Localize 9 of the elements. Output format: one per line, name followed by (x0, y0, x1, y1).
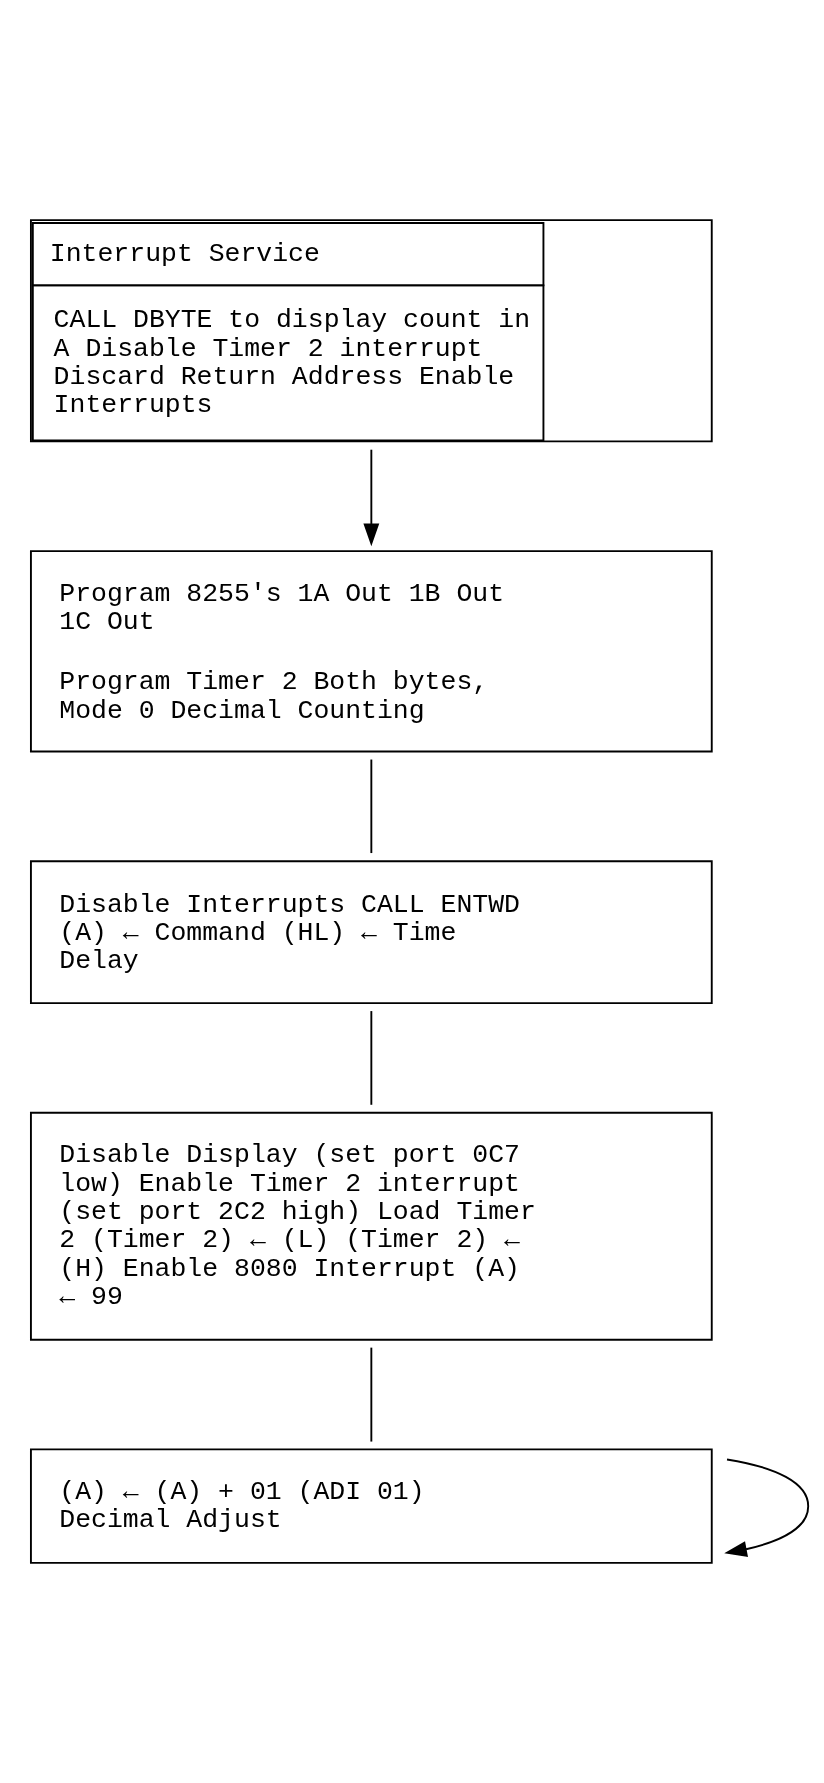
connector (370, 758, 373, 854)
node-box: Disable Interrupts CALL ENTWD (A) ← Command (HL) ← Time Delay (30, 860, 713, 1005)
connector (370, 1010, 373, 1106)
arrow (363, 448, 380, 547)
node-box: (A) ← (A) + 01 (ADI 01) Decimal Adjust (30, 1448, 713, 1564)
arrow (724, 1458, 810, 1557)
node-box: Disable Display (set port 0C7 low) Enable Timer 2 interrupt (set port 2C2 high) Load Timer 2 (Timer 2) ← (L) (Timer 2) ← (H) Enable 8080 Interrupt (A) ← 99 (30, 1111, 713, 1341)
node-box: Program 8255's 1A Out 1B Out 1C Out Program Timer 2 Both bytes, Mode 0 Decimal Counting (30, 550, 713, 753)
connector (370, 1346, 373, 1443)
